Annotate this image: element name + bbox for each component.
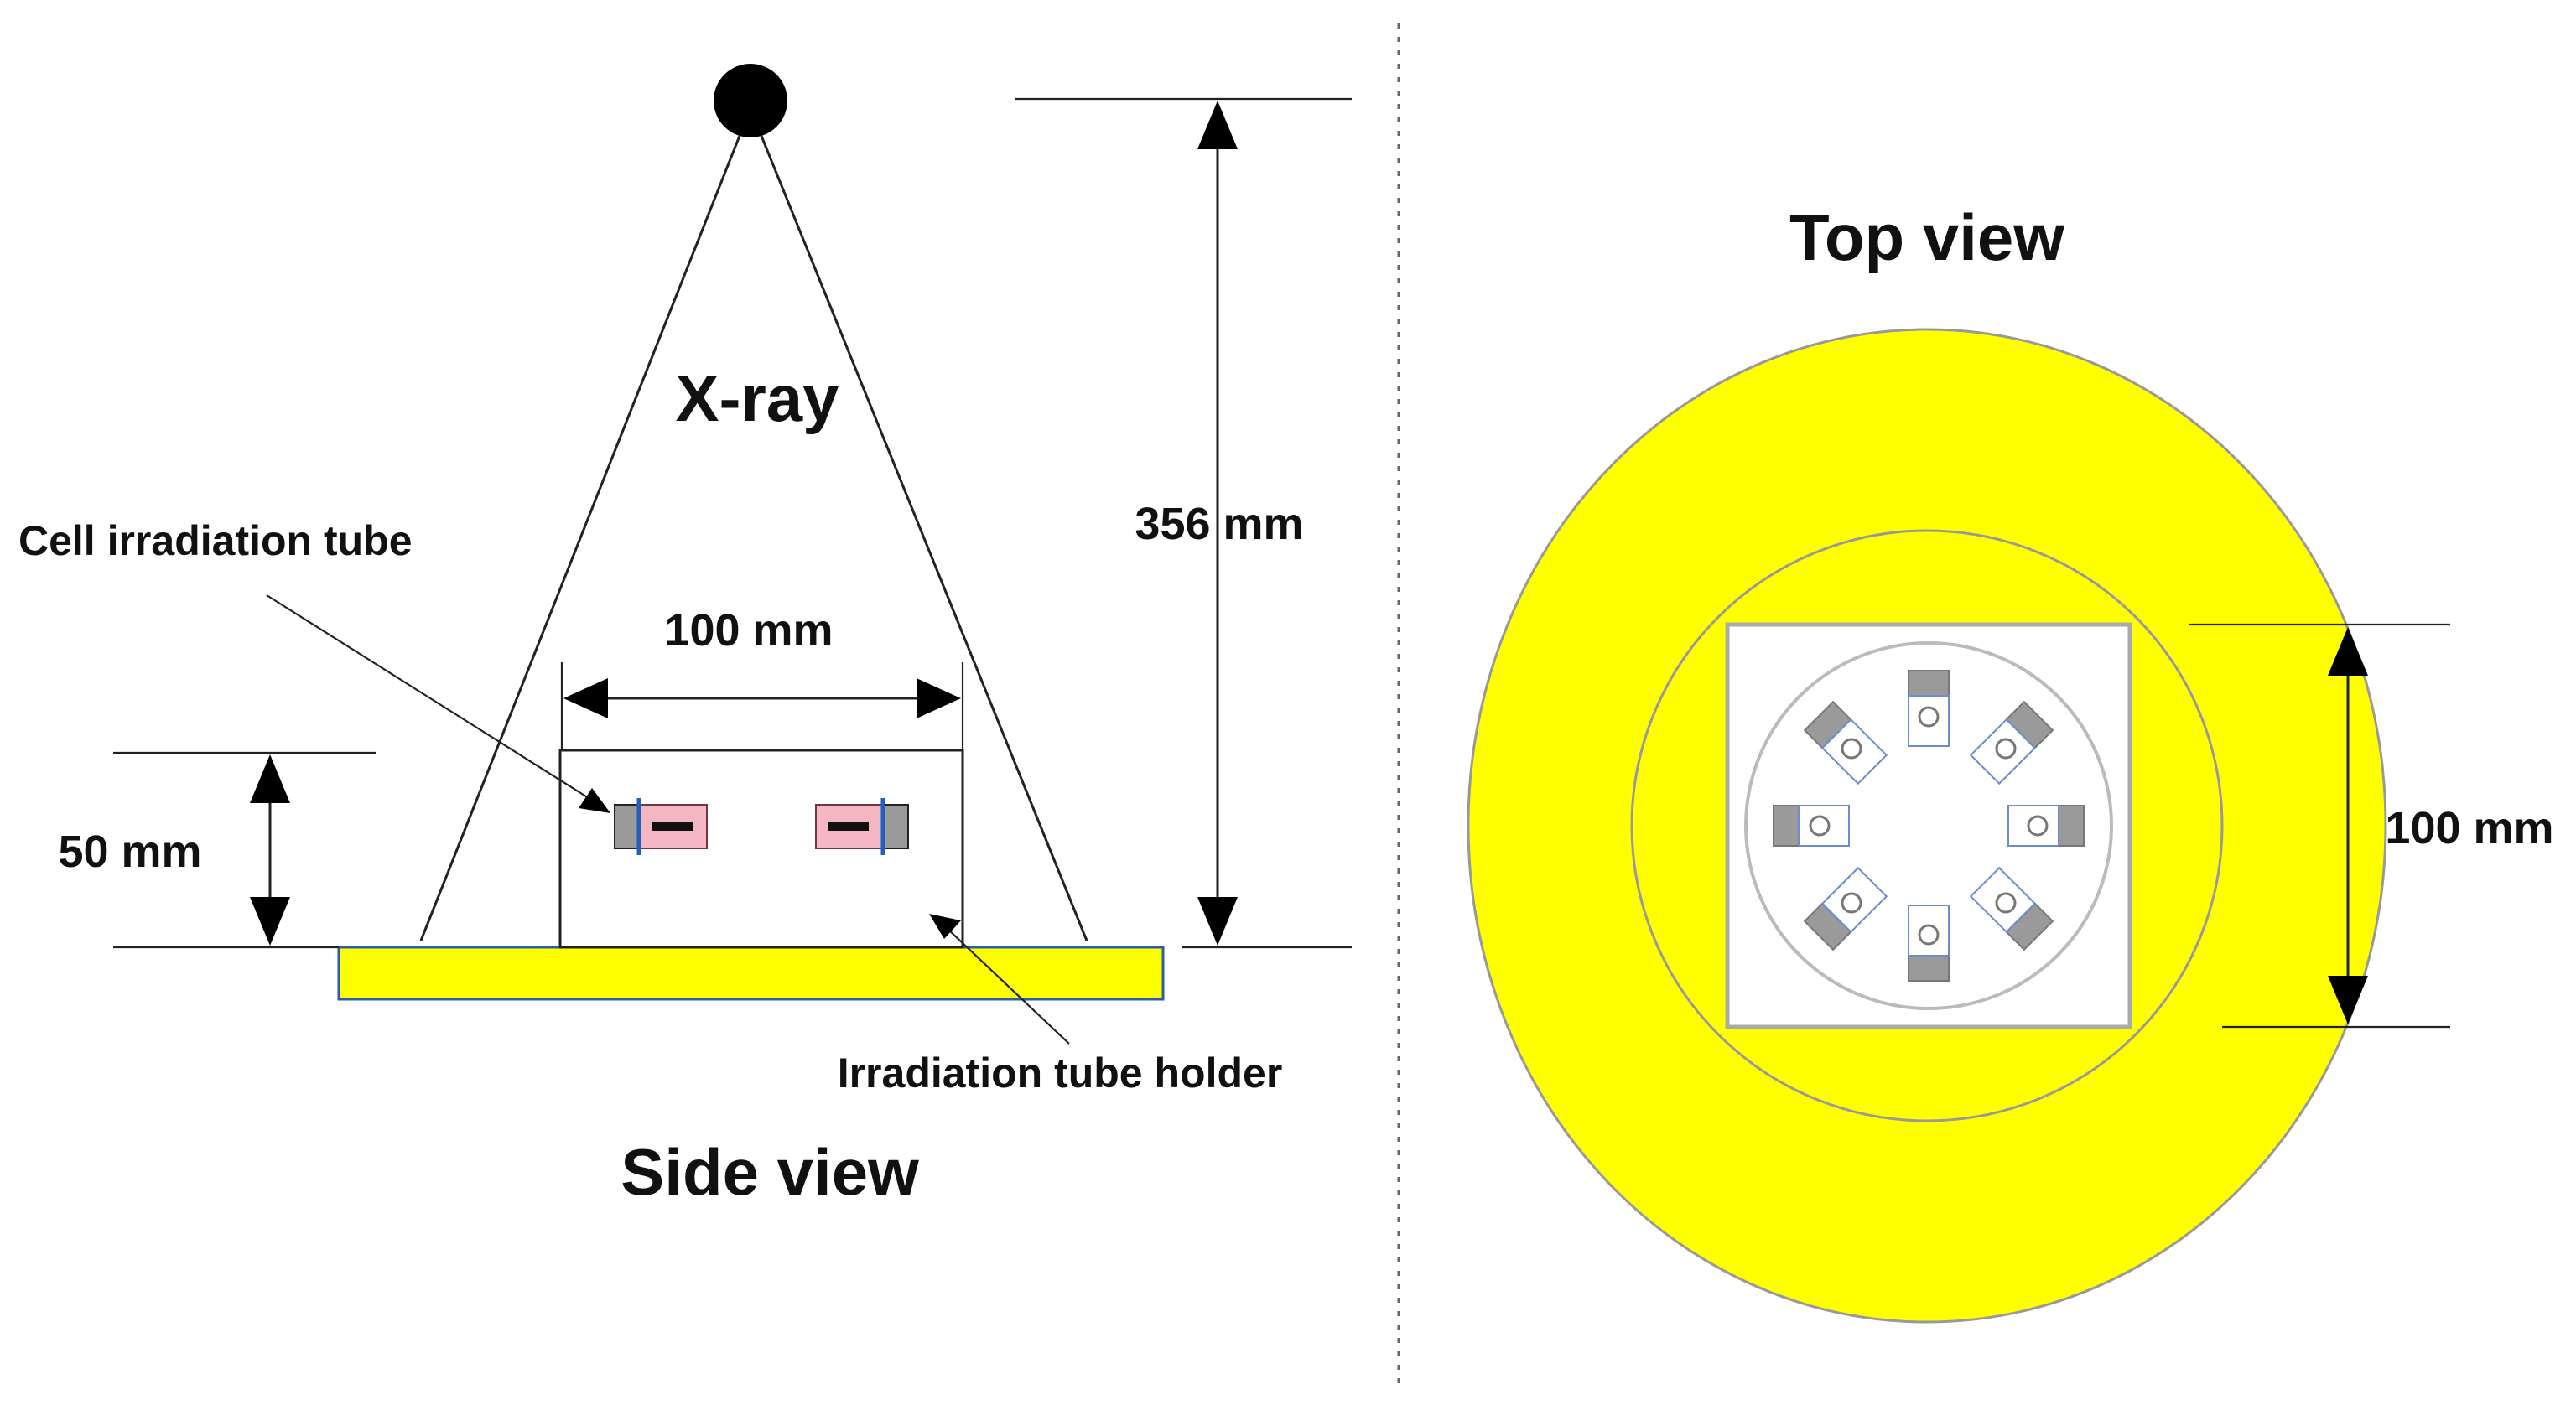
top-view-title: Top view: [1789, 200, 2064, 274]
top-view-panel: Top view: [1467, 200, 2554, 1324]
top-tube-6: [1773, 805, 1850, 847]
width-arrow-left: [564, 678, 608, 718]
base-plate: [337, 946, 1165, 1001]
top-view-tubes: [1773, 670, 2085, 982]
top-tube-7: [1803, 700, 1888, 785]
xray-cone-right: [760, 135, 1088, 941]
side-view-title: Side view: [621, 1135, 919, 1209]
cell-irradiation-tube-left: [614, 798, 708, 855]
top-tube-2: [2007, 805, 2085, 847]
height-dimension-label: 356 mm: [1135, 499, 1303, 549]
callout-tube-leader: [266, 594, 589, 799]
callout-holder-leader: [947, 928, 1070, 1045]
callout-tube-label: Cell irradiation tube: [18, 517, 413, 564]
xray-source: [714, 64, 787, 137]
holder-height-dimension-label: 50 mm: [58, 827, 201, 877]
holder-height-arrow-bottom: [250, 897, 290, 946]
top-dim-label: 100 mm: [2385, 803, 2553, 853]
width-arrow-right: [917, 678, 961, 718]
side-view-panel: X-ray 100 mm 356 mm: [18, 64, 1352, 1209]
cell-irradiation-tube-right: [815, 798, 909, 855]
top-dim-arrow-bottom: [2328, 976, 2368, 1024]
top-tube-0: [1908, 670, 1950, 747]
top-tube-3: [1969, 866, 2054, 951]
callout-holder-label: Irradiation tube holder: [838, 1050, 1283, 1097]
top-dim-arrow-top: [2328, 627, 2368, 676]
height-arrow-top: [1197, 101, 1238, 149]
top-tube-4: [1908, 905, 1950, 982]
xray-cone-left: [419, 135, 741, 941]
xray-label: X-ray: [675, 361, 839, 435]
height-arrow-bottom: [1197, 897, 1238, 946]
top-tube-5: [1803, 866, 1888, 951]
callout-tube-arrowhead: [579, 788, 610, 813]
callout-holder-arrowhead: [929, 914, 961, 939]
width-dimension-label: 100 mm: [664, 605, 833, 656]
top-tube-1: [1969, 700, 2054, 785]
holder-height-arrow-top: [250, 754, 290, 803]
